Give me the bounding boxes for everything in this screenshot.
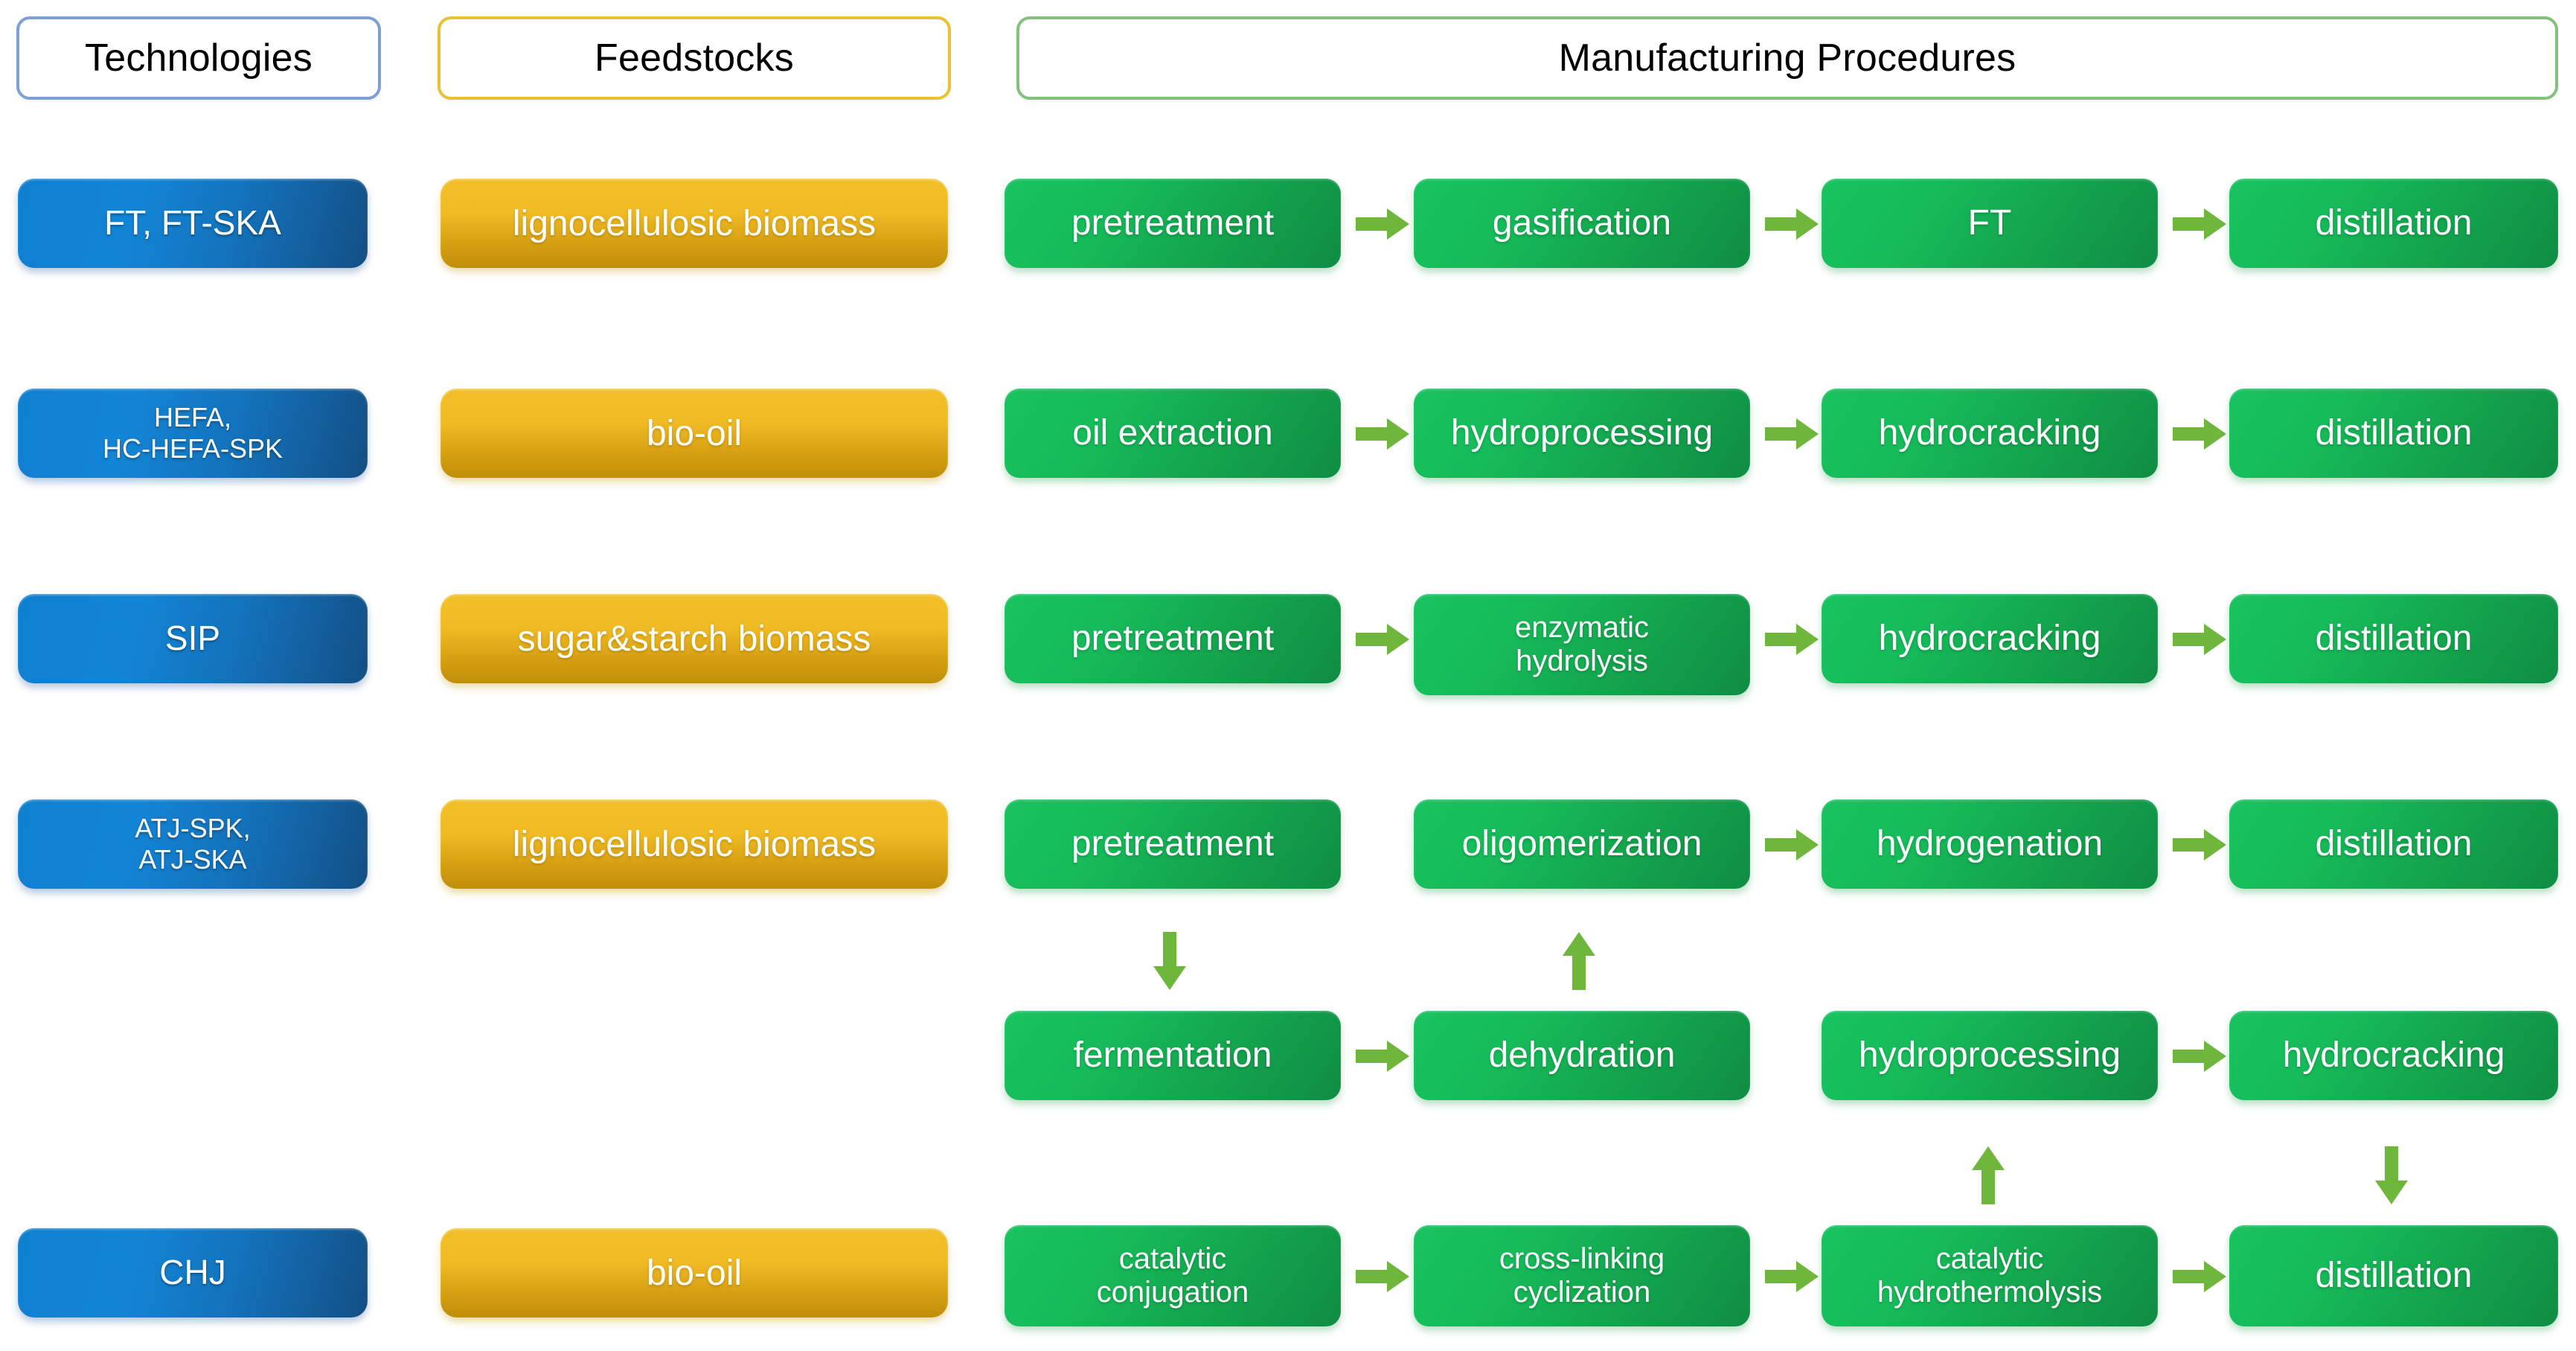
process-ft-gasification-label: gasification (1492, 203, 1672, 243)
process-atj-fermentation-label: fermentation (1073, 1035, 1272, 1076)
process-atj-hydrogenation[interactable]: hydrogenation (1822, 799, 2158, 889)
arrow-right-icon (1765, 208, 1819, 240)
header-feedstocks-label: Feedstocks (595, 36, 794, 80)
arrow-right-icon (1765, 1261, 1819, 1292)
technology-atj[interactable]: ATJ-SPK, ATJ-SKA (18, 799, 368, 889)
feedstock-sugar-starch-biomass-sip-label: sugar&starch biomass (517, 619, 871, 659)
process-hefa-hydroprocessing[interactable]: hydroprocessing (1414, 389, 1750, 478)
arrow-right-icon (1765, 418, 1819, 450)
process-chj-catalytic-conjugation[interactable]: catalytic conjugation (1005, 1225, 1341, 1326)
arrow-down-icon (1153, 932, 1186, 990)
process-chj-hydroprocessing[interactable]: hydroprocessing (1822, 1011, 2158, 1100)
arrow-up-icon (1972, 1146, 2005, 1204)
technology-ft-label: FT, FT-SKA (104, 203, 281, 243)
process-atj-distillation-label: distillation (2315, 824, 2473, 864)
arrow-right-icon (2173, 1261, 2226, 1292)
process-hefa-hydrocracking[interactable]: hydrocracking (1822, 389, 2158, 478)
feedstock-lignocellulosic-biomass-ft[interactable]: lignocellulosic biomass (440, 179, 948, 268)
process-chj-hydrocracking-label: hydrocracking (2282, 1035, 2505, 1076)
process-chj-catalytic-conjugation-label: catalytic conjugation (1096, 1242, 1249, 1309)
process-ft-gasification[interactable]: gasification (1414, 179, 1750, 268)
process-ft-pretreatment[interactable]: pretreatment (1005, 179, 1341, 268)
technology-hefa-label: HEFA, HC-HEFA-SPK (102, 402, 283, 464)
process-atj-dehydration[interactable]: dehydration (1414, 1011, 1750, 1100)
process-sip-pretreatment-label: pretreatment (1071, 619, 1275, 659)
process-ft-pretreatment-label: pretreatment (1071, 203, 1275, 243)
process-atj-dehydration-label: dehydration (1488, 1035, 1676, 1076)
process-ft-ft[interactable]: FT (1822, 179, 2158, 268)
process-hefa-oil-extraction-label: oil extraction (1072, 413, 1273, 453)
technology-sip-label: SIP (164, 619, 221, 658)
feedstock-lignocellulosic-biomass-ft-label: lignocellulosic biomass (512, 203, 877, 243)
header-technologies-label: Technologies (85, 36, 313, 80)
header-feedstocks: Feedstocks (438, 16, 951, 100)
arrow-right-icon (1356, 1261, 1409, 1292)
process-chj-cross-linking-cyclization-label: cross-linking cyclization (1499, 1242, 1665, 1309)
process-chj-hydrocracking[interactable]: hydrocracking (2229, 1011, 2558, 1100)
process-atj-oligomerization[interactable]: oligomerization (1414, 799, 1750, 889)
process-ft-distillation-label: distillation (2315, 203, 2473, 243)
process-atj-distillation[interactable]: distillation (2229, 799, 2558, 889)
feedstock-sugar-starch-biomass-sip[interactable]: sugar&starch biomass (440, 594, 948, 683)
process-sip-enzymatic-hydrolysis[interactable]: enzymatic hydrolysis (1414, 594, 1750, 695)
process-ft-ft-label: FT (1967, 203, 2012, 243)
arrow-right-icon (2173, 624, 2226, 655)
arrow-right-icon (1356, 208, 1409, 240)
technology-ft[interactable]: FT, FT-SKA (18, 179, 368, 268)
process-chj-cross-linking-cyclization[interactable]: cross-linking cyclization (1414, 1225, 1750, 1326)
feedstock-lignocellulosic-biomass-atj-label: lignocellulosic biomass (512, 824, 877, 864)
process-chj-hydroprocessing-label: hydroprocessing (1858, 1035, 2121, 1076)
process-chj-catalytic-hydrothermolysis[interactable]: catalytic hydrothermolysis (1822, 1225, 2158, 1326)
process-atj-fermentation[interactable]: fermentation (1005, 1011, 1341, 1100)
arrow-up-icon (1563, 932, 1595, 990)
process-sip-distillation-label: distillation (2315, 619, 2473, 659)
feedstock-bio-oil-hefa-label: bio-oil (646, 413, 743, 453)
header-manufacturing-procedures-label: Manufacturing Procedures (1558, 36, 2016, 80)
process-sip-hydrocracking[interactable]: hydrocracking (1822, 594, 2158, 683)
process-hefa-distillation[interactable]: distillation (2229, 389, 2558, 478)
arrow-right-icon (1356, 418, 1409, 450)
process-chj-distillation-label: distillation (2315, 1256, 2473, 1296)
process-hefa-oil-extraction[interactable]: oil extraction (1005, 389, 1341, 478)
process-chj-distillation[interactable]: distillation (2229, 1225, 2558, 1326)
arrow-right-icon (2173, 1041, 2226, 1072)
technology-chj-label: CHJ (159, 1253, 226, 1292)
process-atj-pretreatment[interactable]: pretreatment (1005, 799, 1341, 889)
header-technologies: Technologies (16, 16, 381, 100)
process-sip-hydrocracking-label: hydrocracking (1878, 619, 2101, 659)
process-hefa-hydrocracking-label: hydrocracking (1878, 413, 2101, 453)
technology-atj-label: ATJ-SPK, ATJ-SKA (135, 813, 251, 875)
technology-hefa[interactable]: HEFA, HC-HEFA-SPK (18, 389, 368, 478)
arrow-right-icon (1765, 829, 1819, 860)
process-atj-pretreatment-label: pretreatment (1071, 824, 1275, 864)
process-chj-catalytic-hydrothermolysis-label: catalytic hydrothermolysis (1877, 1242, 2103, 1309)
technology-chj[interactable]: CHJ (18, 1228, 368, 1318)
arrow-right-icon (1765, 624, 1819, 655)
process-sip-pretreatment[interactable]: pretreatment (1005, 594, 1341, 683)
process-sip-distillation[interactable]: distillation (2229, 594, 2558, 683)
process-atj-hydrogenation-label: hydrogenation (1876, 824, 2104, 864)
technology-sip[interactable]: SIP (18, 594, 368, 683)
feedstock-bio-oil-chj[interactable]: bio-oil (440, 1228, 948, 1318)
feedstock-bio-oil-hefa[interactable]: bio-oil (440, 389, 948, 478)
process-sip-enzymatic-hydrolysis-label: enzymatic hydrolysis (1514, 611, 1650, 677)
feedstock-bio-oil-chj-label: bio-oil (646, 1253, 743, 1293)
process-ft-distillation[interactable]: distillation (2229, 179, 2558, 268)
process-hefa-hydroprocessing-label: hydroprocessing (1450, 413, 1714, 453)
arrow-down-icon (2375, 1146, 2408, 1204)
arrow-right-icon (2173, 829, 2226, 860)
feedstock-lignocellulosic-biomass-atj[interactable]: lignocellulosic biomass (440, 799, 948, 889)
arrow-right-icon (1356, 1041, 1409, 1072)
arrow-right-icon (1356, 624, 1409, 655)
process-hefa-distillation-label: distillation (2315, 413, 2473, 453)
process-atj-oligomerization-label: oligomerization (1461, 824, 1702, 864)
arrow-right-icon (2173, 208, 2226, 240)
arrow-right-icon (2173, 418, 2226, 450)
header-manufacturing-procedures: Manufacturing Procedures (1016, 16, 2558, 100)
